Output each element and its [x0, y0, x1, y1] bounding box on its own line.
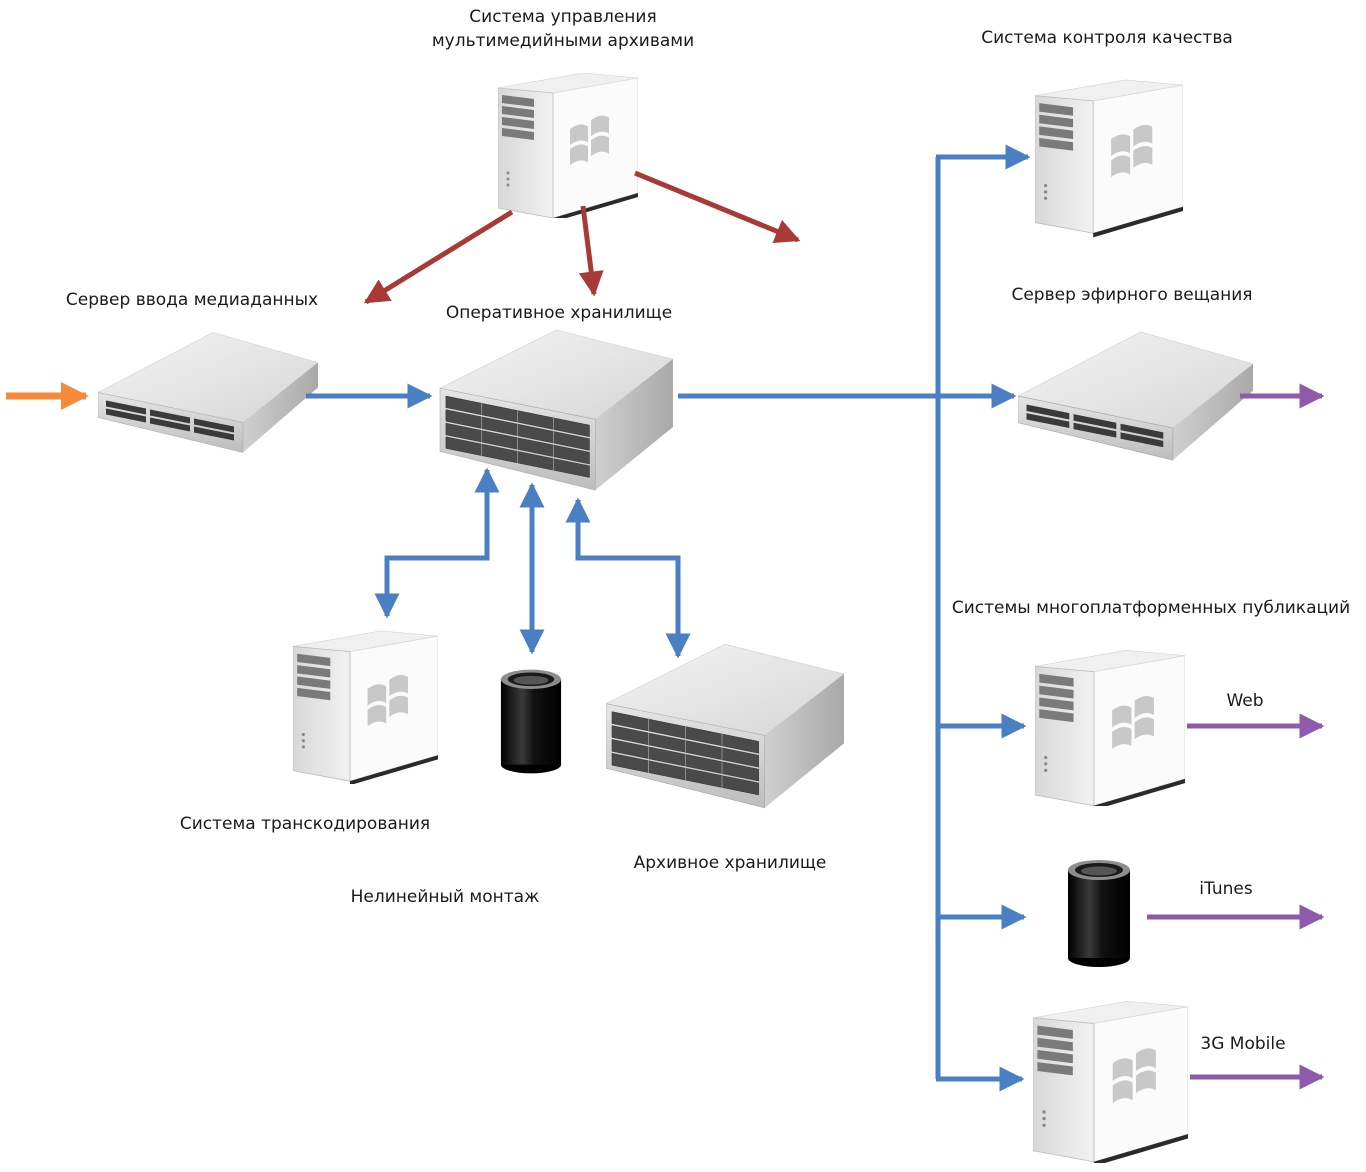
transcode-server-icon [293, 630, 438, 784]
nle-workstation-icon [500, 669, 562, 774]
itunes-label: iTunes [1199, 879, 1253, 899]
qc-server-icon [1035, 79, 1183, 238]
online-storage-icon [439, 330, 674, 491]
itunes-workstation-icon [1068, 860, 1130, 967]
playout-server-icon [1018, 331, 1253, 461]
qc-label: Система контроля качества [981, 28, 1233, 48]
mam-server-icon [498, 73, 638, 218]
mam-to-ingest-arrow [363, 209, 514, 305]
online-transcode-arrow [374, 467, 500, 619]
playout-label: Сервер эфирного вещания [1011, 285, 1253, 305]
archive-storage-icon [606, 643, 844, 809]
mam-to-online-arrow [578, 205, 604, 297]
mobile-label: 3G Mobile [1200, 1034, 1286, 1054]
online-storage-label: Оперативное хранилище [445, 303, 673, 323]
mobile-publisher-icon [1033, 1000, 1188, 1163]
transcode-label: Система транскодирования [179, 814, 431, 834]
web-publisher-icon [1035, 650, 1185, 806]
nle-label: Нелинейный монтаж [350, 887, 540, 907]
multiplatform-label: Системы многоплатформенных публикаций [951, 598, 1351, 618]
web-label: Web [1226, 691, 1264, 711]
archive-label: Архивное хранилище [633, 853, 827, 873]
mam-label: Система управления мультимедийными архив… [431, 7, 695, 51]
mam-to-right-arrow [634, 170, 801, 244]
ingest-server-icon [98, 331, 318, 454]
ingest-label: Сервер ввода медиаданных [65, 290, 319, 310]
online-archive-arrow [565, 497, 691, 659]
